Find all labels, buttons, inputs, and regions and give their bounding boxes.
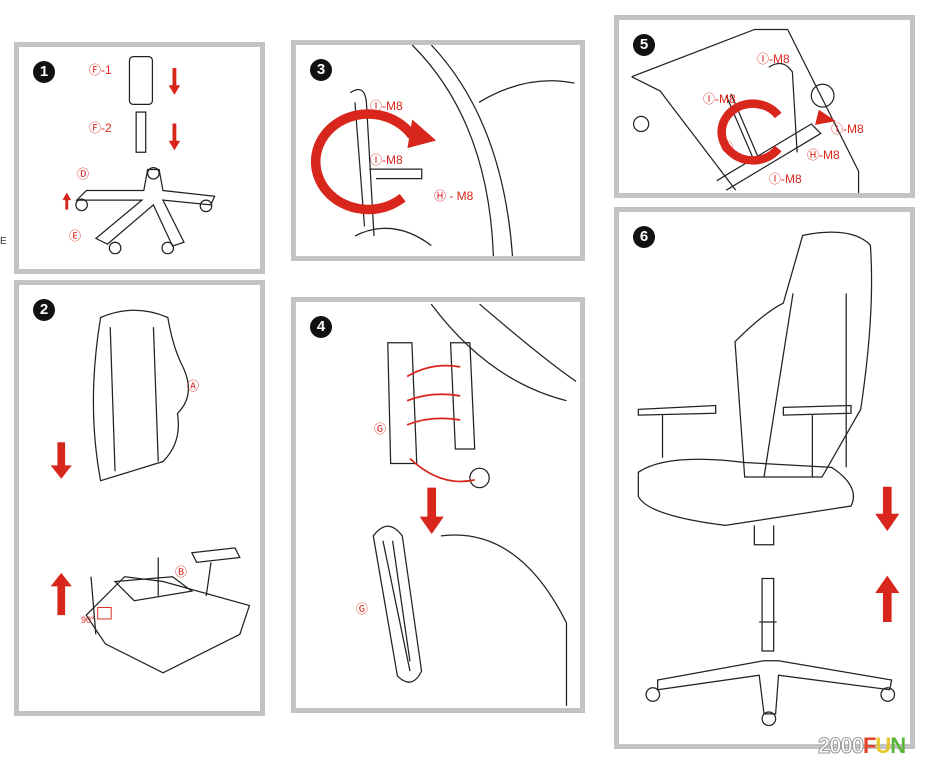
step-number: 1 [33, 61, 55, 83]
step-2-panel: 2 Ⓐ Ⓑ 90° [14, 280, 265, 716]
step-5-panel: 5 Ⓘ-M8 Ⓘ-M8 Ⓘ-M8 Ⓗ-M8 Ⓘ-M8 Ⓒ [614, 15, 915, 198]
label-f1: Ⓕ-1 [89, 63, 112, 77]
label-i-m8-bottom: Ⓘ-M8 [769, 172, 802, 186]
bracket-alignment-drawing [372, 303, 577, 706]
label-h-m8: Ⓗ - M8 [434, 189, 474, 203]
label-a: Ⓐ [187, 379, 200, 393]
label-g-1: Ⓖ [374, 422, 387, 436]
label-d: Ⓓ [77, 167, 90, 181]
step-number: 5 [633, 34, 655, 56]
label-i-m8-2: Ⓘ-M8 [370, 153, 403, 167]
seat-on-base-drawing [637, 231, 900, 727]
label-angle: 90° [81, 615, 95, 625]
watermark-n: N [890, 733, 906, 758]
step-number: 2 [33, 299, 55, 321]
label-i-m8-top: Ⓘ-M8 [757, 52, 790, 66]
bracket-bolt-drawing [310, 45, 575, 256]
label-i-m8-left: Ⓘ-M8 [703, 92, 736, 106]
label-i-m8-1: Ⓘ-M8 [370, 99, 403, 113]
watermark-f: F [862, 733, 876, 758]
label-i-m8-right: Ⓘ-M8 [831, 122, 864, 136]
step-6-panel: 6 [614, 207, 915, 749]
label-b: Ⓑ [175, 565, 188, 579]
watermark-u: U [875, 733, 891, 758]
backrest-drawing [50, 309, 251, 674]
label-f2: Ⓕ-2 [89, 121, 112, 135]
step-number: 3 [310, 59, 332, 81]
watermark-prefix: 2000 [818, 733, 865, 759]
step-1-panel: 1 Ⓕ-1 Ⓕ-2 Ⓓ Ⓔ [14, 42, 265, 274]
armrest-bolt-drawing [631, 28, 860, 193]
base-assembly-drawing [62, 55, 216, 255]
label-c: Ⓒ [721, 140, 734, 154]
step-3-panel: 3 Ⓘ-M8 Ⓘ-M8 Ⓗ - M8 [291, 40, 585, 261]
step-number: 6 [633, 226, 655, 248]
edge-mark: E [0, 236, 7, 247]
step-4-panel: 4 Ⓖ Ⓖ [291, 297, 585, 713]
label-h-m8: Ⓗ-M8 [807, 148, 840, 162]
watermark-logo: 2000FUN [818, 733, 907, 759]
step-number: 4 [310, 316, 332, 338]
label-e: Ⓔ [69, 229, 82, 243]
label-g-2: Ⓖ [356, 602, 369, 616]
